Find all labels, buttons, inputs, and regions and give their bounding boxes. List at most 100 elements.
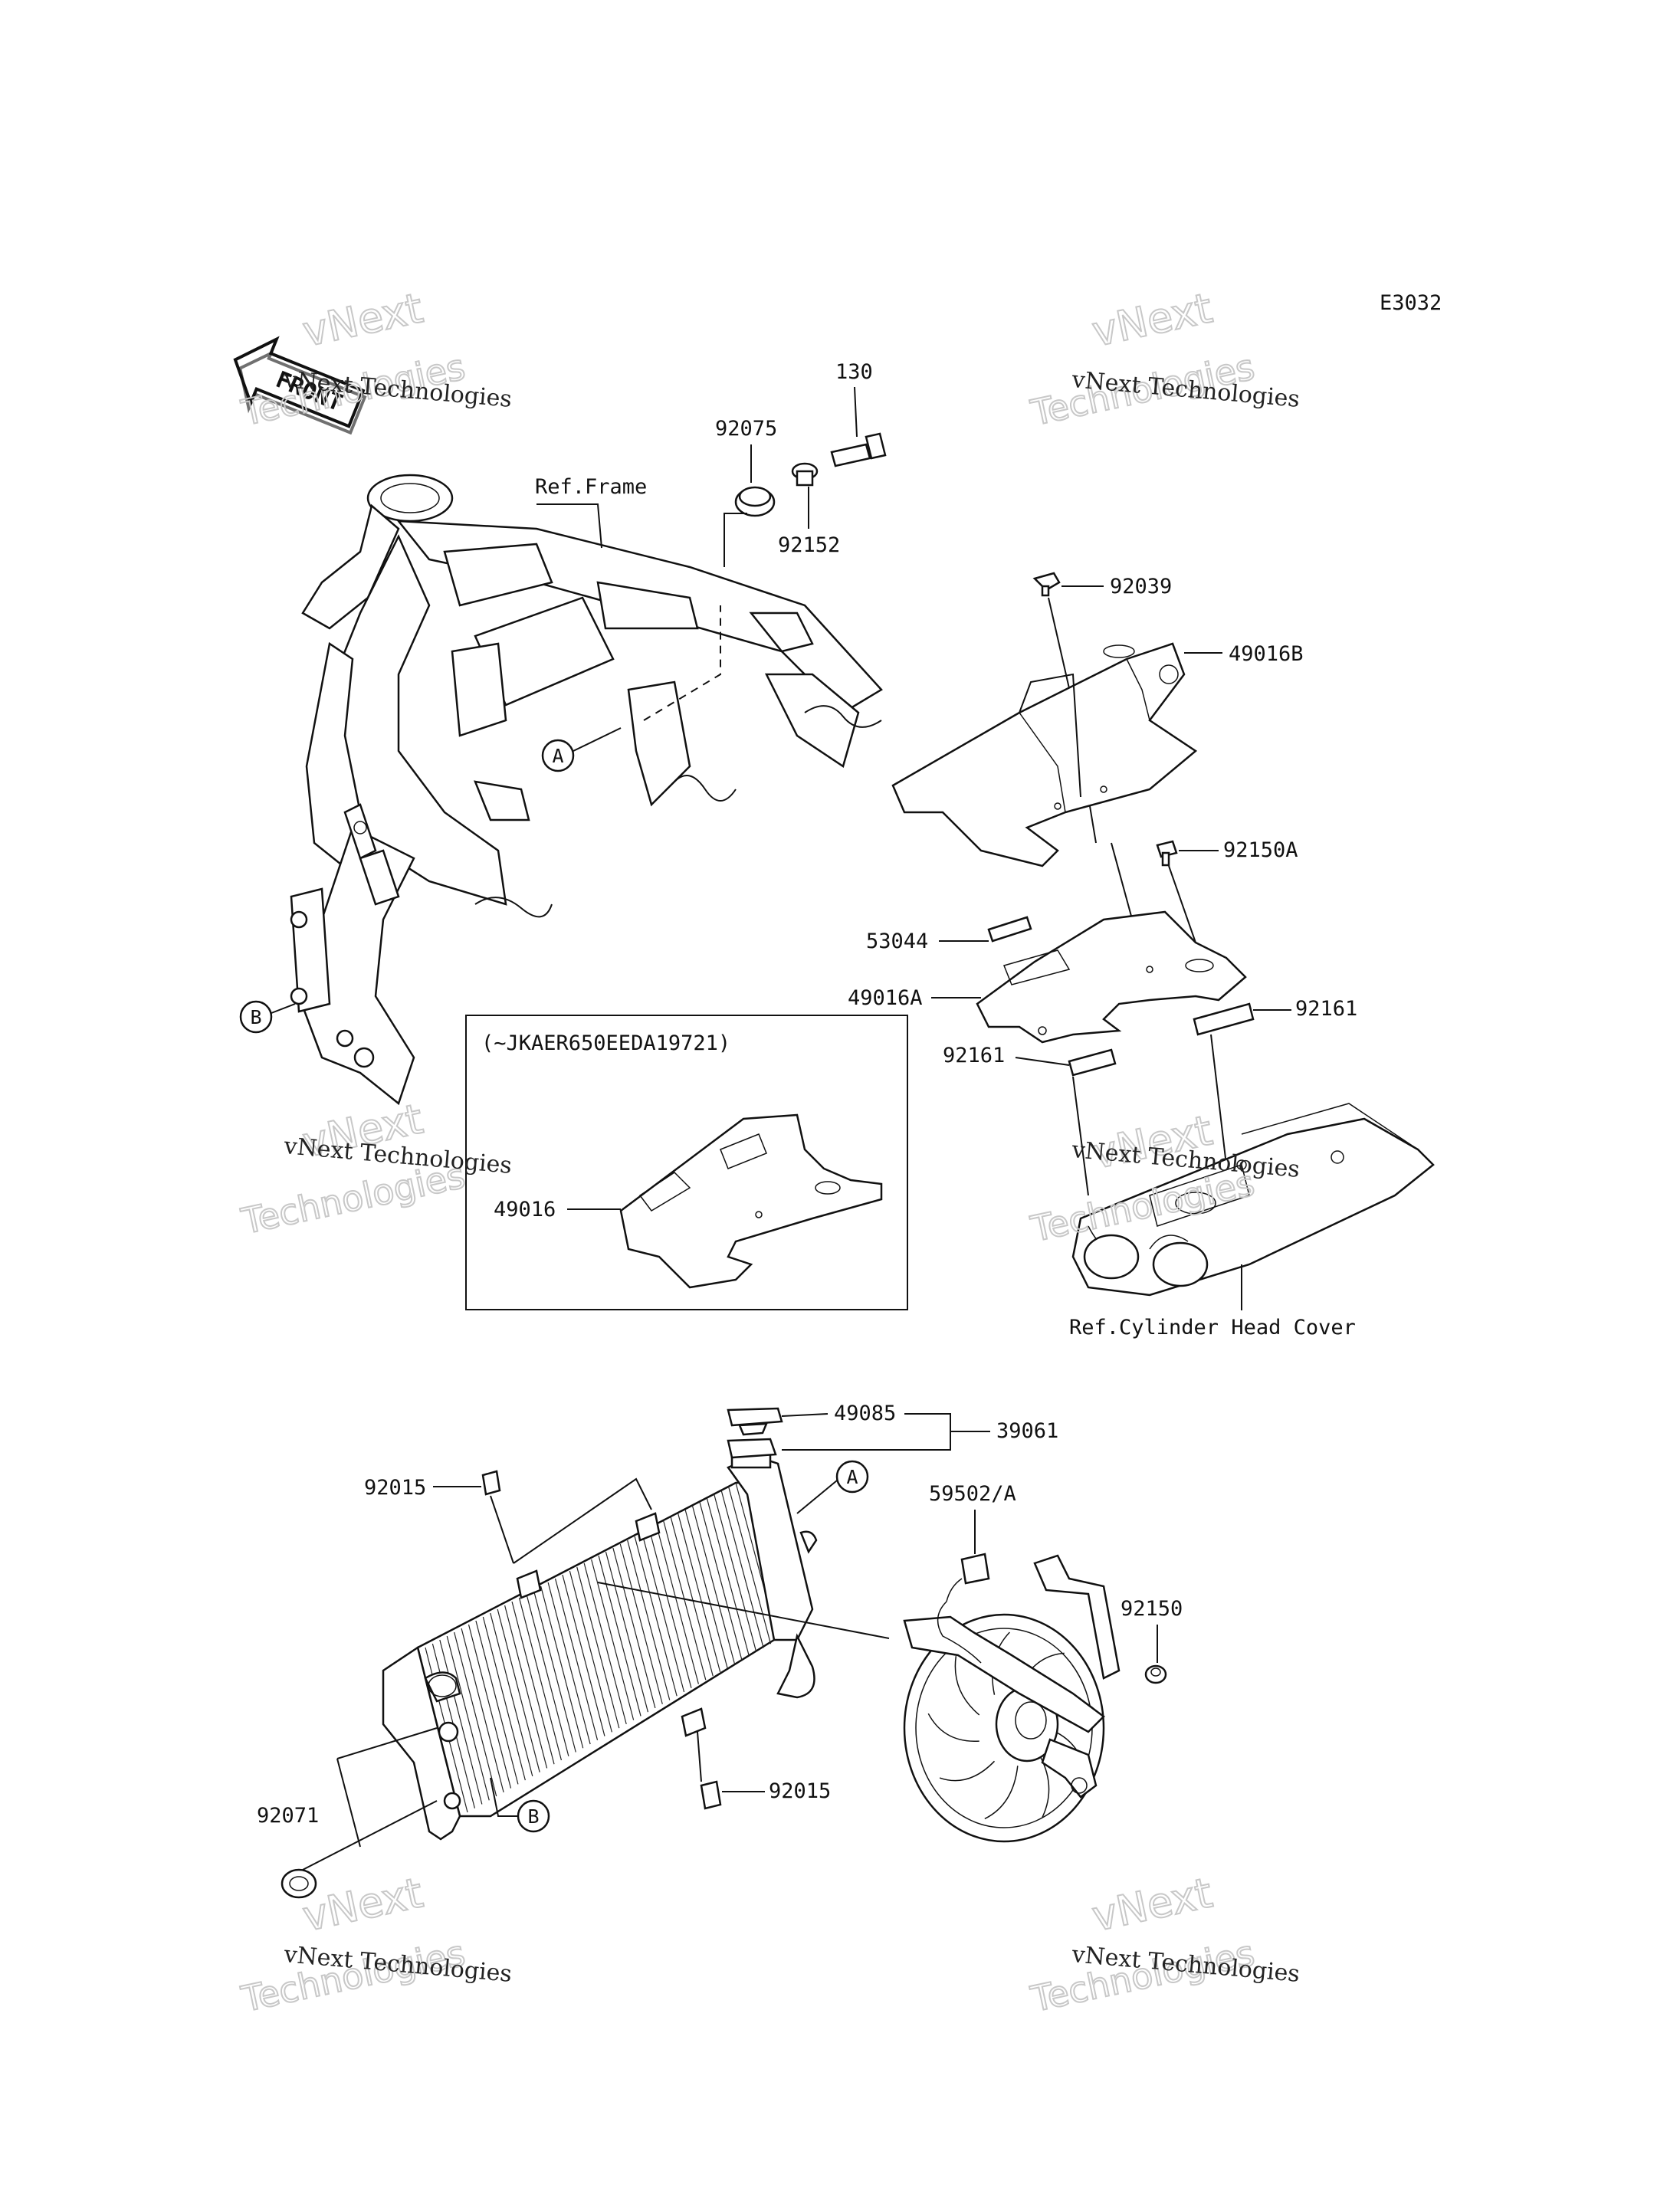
part-number-92075: 92075 [715,417,777,441]
callout-a-frame-label: A [552,745,563,767]
callout-a-radiator [835,1460,869,1494]
radiator-fin [482,1616,526,1781]
part-number-130: 130 [835,360,873,384]
frame-drawing [290,474,883,1106]
radiator-drawing [382,1451,818,1841]
heat-shield-49016 [619,1113,883,1289]
radiator-fin [691,1505,736,1664]
nut-92150 [1144,1664,1167,1684]
radiator-fin [706,1497,750,1657]
svg-text:vNext: vNext [1088,284,1216,356]
grommet-92071 [281,1868,317,1899]
fan-blade [984,1766,1019,1820]
watermark-bottom-right: vNext Technologies vNext Technologies [1026,1867,1301,2021]
part-number-53044: 53044 [866,930,928,953]
part-number-92150: 92150 [1121,1597,1183,1621]
radiator-fin [576,1566,620,1729]
part-number-92152: 92152 [778,533,840,557]
radiator-fin [518,1597,563,1761]
pad-92161-left [1068,1048,1117,1077]
part-number-92161-right: 92161 [1295,997,1357,1021]
pad-53044 [987,916,1032,943]
clip-92015-top [481,1470,501,1496]
radiator-fin [554,1578,599,1740]
radiator-fin [612,1547,656,1709]
radiator-cap-49085 [727,1407,783,1436]
heat-shield-49016A [976,910,1247,1044]
radiator-fin [533,1589,576,1753]
part-number-92150A: 92150A [1223,838,1298,862]
svg-text:vNext: vNext [299,1868,427,1940]
radiator-fin [475,1620,519,1785]
fan-blade [927,1713,979,1742]
heat-shield-49016B [891,642,1198,867]
part-number-39061: 39061 [996,1419,1058,1443]
radiator-fin [446,1635,490,1801]
part-number-49016A: 49016A [848,986,923,1010]
radiator-fin [468,1624,512,1789]
bracket-39061 [727,1438,777,1459]
callout-a-radiator-label: A [846,1466,858,1488]
radiator-fin [511,1601,555,1765]
radiator-fin [526,1593,569,1756]
cylinder-head-cover-drawing [1071,1103,1435,1310]
ref-frame-label: Ref.Frame [535,475,647,499]
radiator-fin [655,1524,699,1684]
part-number-49016B: 49016B [1229,642,1304,666]
radiator-fin [619,1543,663,1704]
radiator-fin [454,1631,497,1797]
part-number-59502A: 59502/A [929,1482,1016,1506]
watermark-middle-left: vNext Technologies vNext Technologies [237,1094,513,1243]
radiator-fin [504,1605,548,1769]
radiator-fin [670,1517,714,1677]
watermark-top-right: vNext Technologies vNext Technologies [1026,283,1301,434]
radiator-fin [497,1608,540,1772]
part-number-49016: 49016 [494,1198,556,1221]
radiator-fin [562,1574,605,1736]
callout-b-frame-label: B [250,1006,261,1028]
radiator-fin [569,1570,612,1733]
radiator-fin [461,1628,504,1792]
svg-text:vNext: vNext [299,284,427,356]
radiator-fin [540,1585,584,1749]
radiator-fin [547,1582,591,1745]
radiator-fin [641,1532,685,1693]
clip-92039 [1032,572,1061,597]
radiator-fin [678,1513,721,1673]
part-number-49085: 49085 [834,1402,896,1425]
part-number-92015-top: 92015 [364,1476,426,1500]
fan-blade [1037,1752,1050,1818]
watermark-bottom-left: vNext Technologies vNext Technologies [237,1867,513,2021]
radiator-fin [728,1486,772,1644]
pad-92161-right [1193,1002,1255,1036]
radiator-fin [663,1520,707,1681]
radiator-fin [684,1509,728,1668]
radiator-fin [648,1528,692,1688]
fan-blade [954,1656,980,1716]
clip-92015-bottom [700,1780,722,1810]
callout-a-frame [541,739,575,772]
serial-variant-box [465,1015,908,1310]
radiator-fin [720,1490,764,1648]
part-number-92071: 92071 [257,1804,319,1828]
radiator-fin [598,1555,641,1717]
serial-note: (~JKAER650EEDA19721) [481,1031,730,1055]
part-number-92161-left: 92161 [943,1044,1005,1067]
diagram-code: E3032 [1380,291,1442,315]
ref-cylinder-head-cover-label: Ref.Cylinder Head Cover [1069,1316,1356,1340]
svg-text:vNext: vNext [1088,1868,1216,1940]
radiator-fin [490,1612,533,1777]
fan-blade [939,1760,996,1782]
part-number-92039: 92039 [1110,575,1172,598]
radiator-fin [714,1494,757,1652]
callout-b-frame [239,1000,273,1034]
radiator-fin [634,1536,678,1697]
bolt-130 [830,432,887,467]
radiator-fin [627,1540,671,1700]
radiator-fin [591,1559,635,1720]
callout-b-radiator-label: B [527,1805,539,1828]
collar-92152 [791,462,819,487]
radiator-fin [699,1501,743,1661]
cooling-fan-drawing [903,1553,1121,1843]
